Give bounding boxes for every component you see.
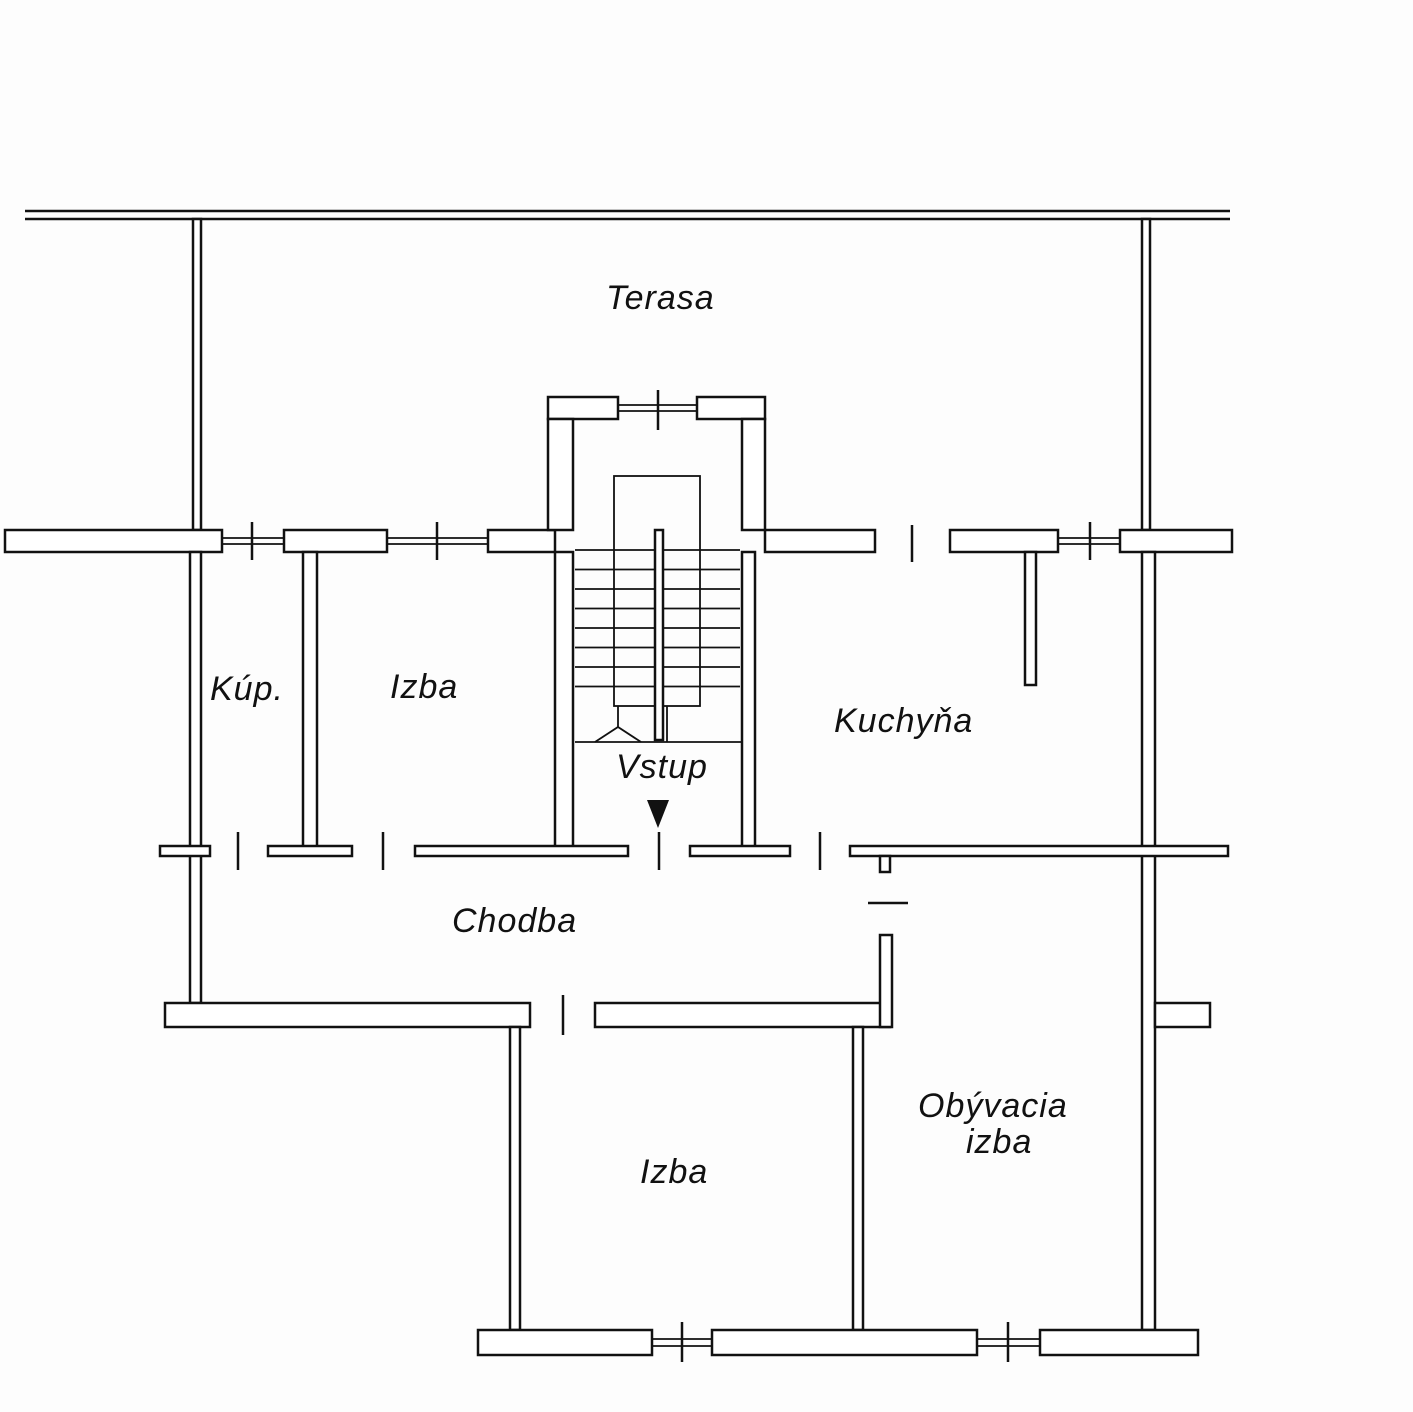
north-wall — [3, 528, 1234, 554]
room-label-obyvacia-izba: izba — [966, 1123, 1032, 1161]
terrace-edge — [25, 209, 1230, 221]
room-label-izba-2: Izba — [640, 1153, 708, 1191]
room-label-kupelna: Kúp. — [210, 670, 284, 708]
door-marks — [236, 832, 908, 1035]
room-label-obyvacia: Obývacia — [918, 1087, 1068, 1125]
window — [1058, 522, 1120, 560]
room-label-izba: Izba — [390, 668, 458, 706]
entrance-arrow-icon — [647, 800, 669, 828]
staircase-enclosure — [546, 395, 767, 852]
wall — [1140, 217, 1152, 532]
window — [618, 390, 697, 430]
south-wall — [476, 1328, 1200, 1357]
wall — [508, 1025, 522, 1332]
wall — [1140, 550, 1157, 1332]
window — [977, 1322, 1040, 1362]
corridor-south-wall — [163, 933, 1212, 1029]
room-label-vstup: Vstup — [616, 748, 708, 786]
wall — [191, 217, 203, 532]
wall — [1023, 550, 1038, 687]
stairs — [575, 475, 742, 743]
wall — [301, 550, 319, 852]
room-label-chodba: Chodba — [452, 902, 577, 940]
window — [652, 1322, 712, 1362]
room-label-terasa: Terasa — [606, 279, 715, 317]
window — [387, 522, 488, 560]
wall — [188, 550, 203, 1005]
room-label-kuchyna: Kuchyňa — [834, 702, 973, 740]
wall — [851, 1025, 865, 1332]
window — [222, 522, 284, 560]
corridor-north-wall — [158, 844, 1230, 874]
